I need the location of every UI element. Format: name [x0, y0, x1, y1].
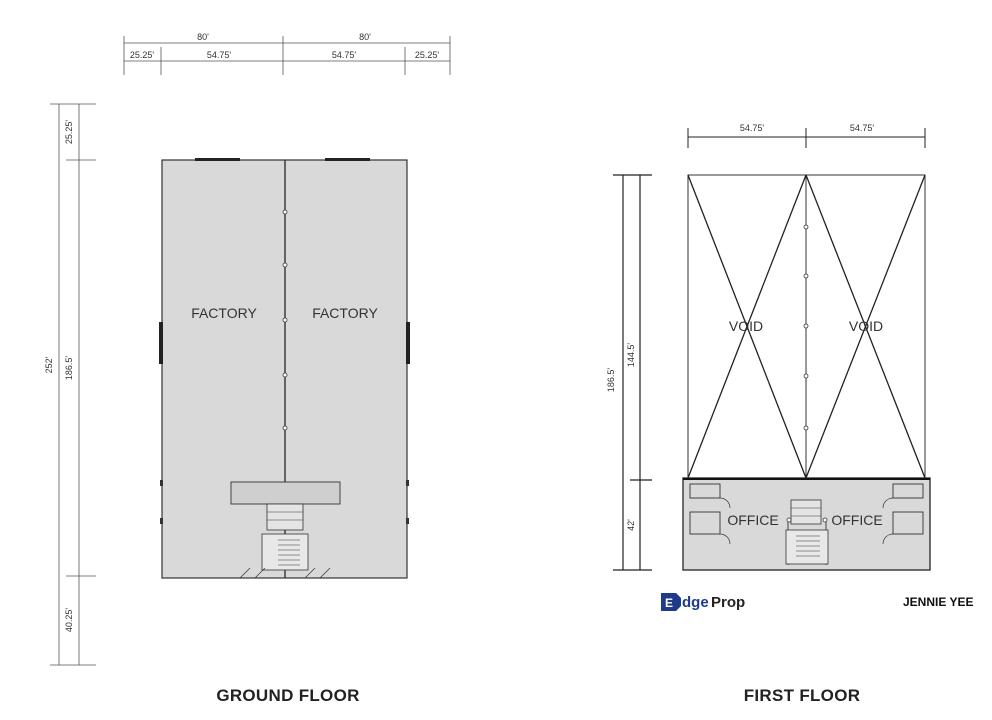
ground-floor-title: GROUND FLOOR: [216, 686, 359, 705]
ground-dim-seg-b: 54.75': [207, 50, 232, 60]
first-side-dimensions: [613, 174, 652, 571]
first-floor-plan: [682, 174, 931, 571]
edgeprop-logo: E dge Prop: [661, 593, 745, 611]
ground-dim-side-total: 252': [44, 356, 54, 373]
ground-top-dimensions: [123, 36, 451, 75]
ground-dim-seg-a: 25.25': [130, 50, 155, 60]
ground-dim-side-middle: 186.5': [64, 356, 74, 381]
first-room-void-left: VOID: [729, 318, 763, 334]
first-dim-left: 54.75': [740, 123, 765, 133]
edgeprop-logo-icon: [661, 593, 681, 611]
edgeprop-logo-part1: dge: [682, 594, 709, 611]
first-dim-side-total: 186.5': [606, 368, 616, 393]
agent-name: JENNIE YEE: [903, 595, 973, 609]
first-dim-side-lower: 42': [626, 519, 636, 531]
ground-dim-total-left: 80': [197, 32, 209, 42]
ground-dim-total-right: 80': [359, 32, 371, 42]
ground-dim-side-bottom: 40.25': [64, 608, 74, 633]
first-dim-side-upper: 144.5': [626, 343, 636, 368]
edgeprop-logo-part2: Prop: [711, 594, 745, 611]
first-dim-right: 54.75': [850, 123, 875, 133]
ground-room-right: FACTORY: [312, 305, 378, 321]
ground-floor-plan: [159, 158, 410, 579]
first-room-office-left: OFFICE: [727, 512, 778, 528]
ground-dim-seg-c: 54.75': [332, 50, 357, 60]
first-floor-title: FIRST FLOOR: [744, 686, 861, 705]
ground-dim-seg-d: 25.25': [415, 50, 440, 60]
edgeprop-logo-mark: E: [665, 596, 673, 610]
ground-side-dimensions: [50, 103, 96, 666]
first-top-dimensions: [687, 128, 926, 148]
ground-room-left: FACTORY: [191, 305, 257, 321]
ground-dim-side-top: 25.25': [64, 120, 74, 145]
first-room-office-right: OFFICE: [831, 512, 882, 528]
first-room-void-right: VOID: [849, 318, 883, 334]
